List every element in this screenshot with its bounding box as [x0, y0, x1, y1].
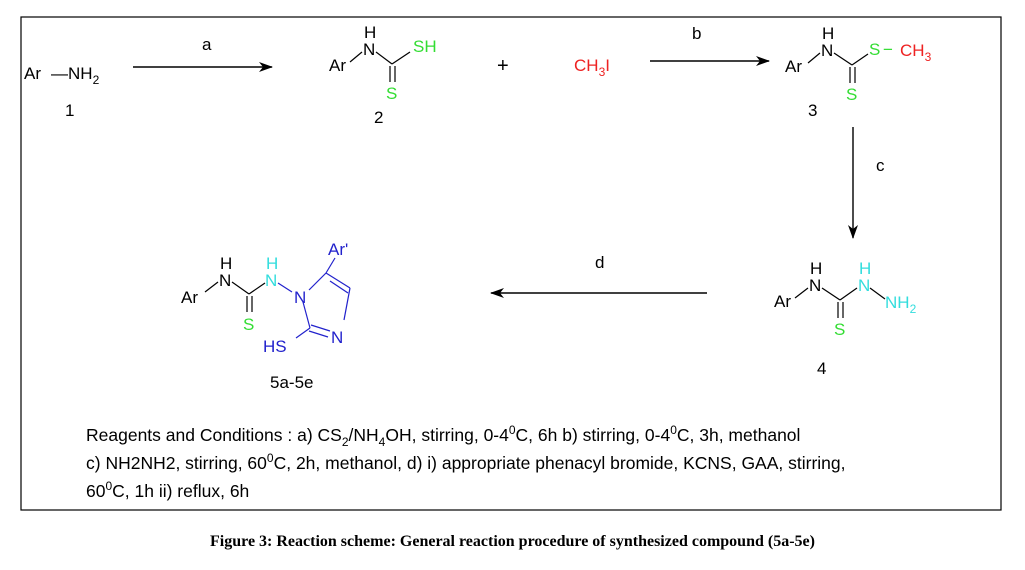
c4-nh2: NH2 — [885, 293, 917, 316]
step-c-label: c — [876, 156, 885, 175]
c4-n2: N — [858, 276, 870, 295]
c3-number: 3 — [808, 101, 817, 120]
conditions-line-3: 600C, 1h ii) reflux, 6h — [86, 479, 249, 501]
scheme-frame — [20, 16, 1002, 511]
c5-s: S — [243, 315, 254, 334]
c5-h: H — [220, 254, 232, 273]
c5-hs: HS — [263, 337, 287, 356]
c1-number: 1 — [65, 101, 74, 120]
c1-nh2: NH2 — [68, 64, 100, 87]
step-b: b — [650, 24, 770, 66]
c4-s: S — [834, 320, 845, 339]
c2-n: N — [363, 40, 375, 59]
c5-ring-n3: N — [331, 328, 343, 347]
step-c: c — [848, 127, 885, 239]
c3-n: N — [821, 41, 833, 60]
compound-4: Ar N H S N H NH2 4 — [774, 259, 917, 378]
c3-s: S — [846, 85, 857, 104]
c5-ring-n1: N — [294, 288, 306, 307]
compound-3: Ar N H S − CH3 S 3 — [785, 24, 932, 120]
c5-n-link: N — [265, 271, 277, 290]
c3-s-link: S — [869, 40, 880, 59]
c2-number: 2 — [374, 108, 383, 127]
c5-number: 5a-5e — [270, 373, 313, 392]
c5-h-link: H — [266, 254, 278, 273]
conditions-block: Reagents and Conditions : a) CS2/NH4OH, … — [86, 423, 846, 501]
reagent-ch3i: CH3I — [574, 56, 610, 79]
c4-n: N — [809, 276, 821, 295]
c3-dash: − — [883, 40, 893, 59]
c4-h: H — [810, 259, 822, 278]
step-d-label: d — [595, 253, 604, 272]
c2-ar: Ar — [329, 56, 346, 75]
conditions-line-1: Reagents and Conditions : a) CS2/NH4OH, … — [86, 423, 800, 449]
c1-ar: Ar — [24, 64, 41, 83]
c5-ar-prime: Ar' — [328, 240, 348, 259]
compound-1: Ar — NH2 1 — [24, 64, 100, 120]
c2-h: H — [364, 23, 376, 42]
c5-ar: Ar — [181, 288, 198, 307]
c4-ar: Ar — [774, 292, 791, 311]
step-d: d — [490, 253, 707, 298]
figure-caption: Figure 3: Reaction scheme: General react… — [210, 533, 815, 550]
step-b-label: b — [692, 24, 701, 43]
c5-n: N — [219, 271, 231, 290]
step-a: a — [133, 35, 273, 72]
c3-ch3: CH3 — [900, 41, 932, 64]
c4-number: 4 — [817, 359, 826, 378]
plus-sign: + — [497, 55, 509, 77]
c2-sh: SH — [413, 37, 437, 56]
c3-ar: Ar — [785, 57, 802, 76]
step-a-label: a — [202, 35, 212, 54]
c4-h2: H — [859, 259, 871, 278]
c1-bond: — — [51, 64, 68, 83]
c3-h: H — [822, 24, 834, 43]
conditions-line-2: c) NH2NH2, stirring, 600C, 2h, methanol,… — [86, 451, 846, 473]
compound-5: Ar N H S N H N N Ar' HS 5a-5e — [181, 240, 351, 392]
compound-2: Ar N H SH S 2 — [329, 23, 437, 127]
c2-s: S — [386, 84, 397, 103]
